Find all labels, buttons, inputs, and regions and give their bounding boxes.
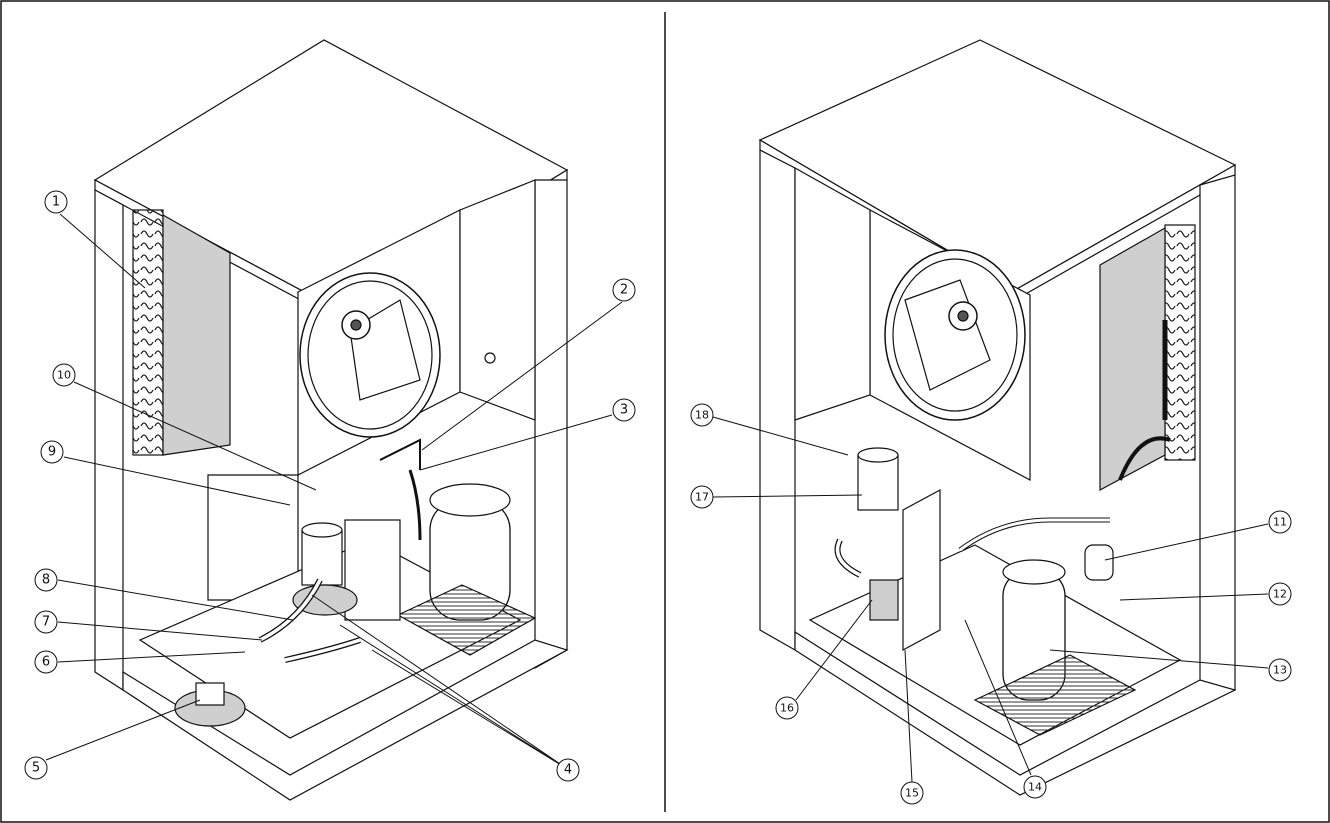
callout-4: 4 xyxy=(556,758,580,782)
callout-5: 5 xyxy=(24,756,48,780)
svg-text:16: 16 xyxy=(780,702,794,715)
svg-text:15: 15 xyxy=(905,787,919,800)
callout-7: 7 xyxy=(34,610,58,634)
callout-10: 10 xyxy=(52,363,76,387)
callout-17: 17 xyxy=(690,485,714,509)
svg-text:11: 11 xyxy=(1273,516,1287,529)
callout-12: 12 xyxy=(1268,582,1292,606)
leader-lines xyxy=(45,213,1269,783)
svg-text:2: 2 xyxy=(620,283,628,298)
callout-1: 1 xyxy=(44,190,68,214)
callout-9: 9 xyxy=(40,440,64,464)
svg-text:4: 4 xyxy=(564,763,572,778)
svg-text:9: 9 xyxy=(48,445,56,460)
callout-18: 18 xyxy=(690,403,714,427)
svg-text:13: 13 xyxy=(1273,664,1287,677)
svg-text:1: 1 xyxy=(52,195,60,210)
callout-6: 6 xyxy=(34,650,58,674)
left-unit-drawing xyxy=(93,39,569,801)
svg-text:7: 7 xyxy=(42,615,50,630)
callout-3: 3 xyxy=(612,398,636,422)
callout-11: 11 xyxy=(1268,510,1292,534)
svg-text:6: 6 xyxy=(42,655,50,670)
callout-13: 13 xyxy=(1268,658,1292,682)
svg-text:10: 10 xyxy=(57,369,71,382)
svg-text:14: 14 xyxy=(1028,781,1042,794)
right-unit-drawing xyxy=(758,39,1237,796)
callout-8: 8 xyxy=(34,568,58,592)
callout-15: 15 xyxy=(900,781,924,805)
callouts: 1 2 3 4 5 6 7 8 9 10 11 12 13 14 15 16 1… xyxy=(24,190,1292,805)
svg-text:5: 5 xyxy=(32,761,40,776)
callout-14: 14 xyxy=(1023,775,1047,799)
callout-2: 2 xyxy=(612,278,636,302)
svg-text:3: 3 xyxy=(620,403,628,418)
callout-16: 16 xyxy=(775,696,799,720)
svg-text:12: 12 xyxy=(1273,588,1287,601)
svg-text:8: 8 xyxy=(42,573,50,588)
svg-text:18: 18 xyxy=(695,409,709,422)
svg-text:17: 17 xyxy=(695,491,709,504)
